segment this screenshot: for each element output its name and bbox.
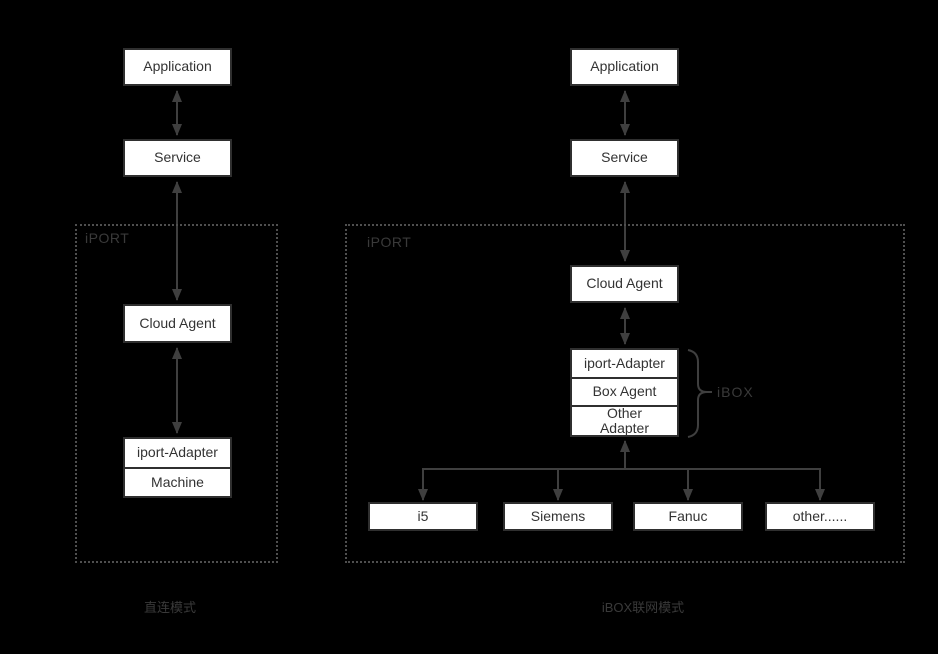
machine-i5-label: i5 [417,507,429,524]
right-caption: iBOX联网模式 [601,600,685,615]
ibox-other-adapter-label: Other Adapter [599,404,650,436]
left-machine-row: Machine [125,467,230,496]
ibox-other-adapter-row: Other Adapter [572,404,677,436]
machine-i5-box: i5 [368,502,478,531]
right-iport-region [345,224,905,563]
machine-fanuc-box: Fanuc [633,502,743,531]
machine-siemens-box: Siemens [503,502,613,531]
left-iport-region [75,224,278,563]
right-application-box: Application [570,48,679,86]
ibox-box-agent-label: Box Agent [592,383,657,400]
right-service-box: Service [570,139,679,177]
left-iport-adapter-row: iport-Adapter [125,439,230,467]
machine-siemens-label: Siemens [530,507,586,524]
left-iport-region-label: iPORT [85,230,130,246]
left-caption: 直连模式 [143,600,197,615]
left-service-box: Service [123,139,232,177]
ibox-iport-adapter-row: iport-Adapter [572,350,677,377]
left-adapter-stack: iport-Adapter Machine [123,437,232,498]
ibox-stack: iport-Adapter Box Agent Other Adapter [570,348,679,437]
right-cloud-agent-box: Cloud Agent [570,265,679,303]
left-cloud-agent-box: Cloud Agent [123,304,232,343]
left-application-box: Application [123,48,232,86]
left-iport-adapter-label: iport-Adapter [137,444,218,461]
right-application-label: Application [590,58,659,75]
left-machine-label: Machine [151,473,204,490]
machine-fanuc-label: Fanuc [668,507,708,524]
machine-other-label: other...... [792,507,848,524]
machine-other-box: other...... [765,502,875,531]
ibox-iport-adapter-label: iport-Adapter [584,354,665,371]
right-iport-region-label: iPORT [367,234,412,250]
left-cloud-agent-label: Cloud Agent [139,314,216,331]
ibox-box-agent-row: Box Agent [572,377,677,405]
left-application-label: Application [143,58,212,75]
right-service-label: Service [601,149,648,166]
ibox-brace-label: iBOX [717,384,754,400]
left-service-label: Service [154,149,201,166]
right-cloud-agent-label: Cloud Agent [586,275,663,292]
